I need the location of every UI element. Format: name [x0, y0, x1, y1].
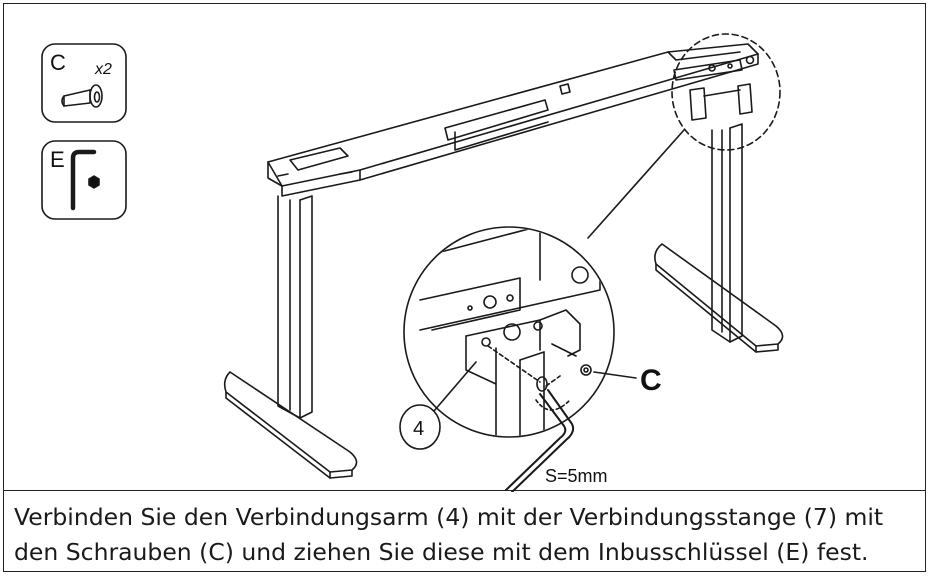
part-c-quantity: x2: [94, 61, 112, 78]
part-number-leader: [433, 361, 477, 412]
instruction-text: Verbinden Sie den Verbindungsarm (4) mit…: [14, 500, 919, 570]
screw-icon: [61, 84, 103, 108]
zoom-detail: [403, 226, 615, 492]
screw-label-leader: [593, 371, 637, 379]
detail-marker-circle: [671, 33, 781, 151]
part-c-box: [41, 43, 127, 123]
assembly-drawing: C x2 E 4 C S=5mm: [41, 33, 784, 492]
screw-callout-label: C: [640, 364, 662, 397]
hex-key-icon: [70, 149, 97, 211]
instruction-line-2: den Schrauben (C) und ziehen Sie diese m…: [14, 538, 869, 566]
instruction-line-1: Verbinden Sie den Verbindungsarm (4) mit…: [14, 503, 884, 531]
part-number-bubble: [399, 404, 441, 450]
caption-divider: [3, 490, 926, 491]
wrench-size-label: S=5mm: [545, 466, 608, 486]
detail-leader-line: [587, 129, 685, 239]
page-frame: [3, 3, 926, 572]
part-number-label: 4: [413, 418, 424, 440]
desk-frame: [223, 43, 784, 479]
part-e-box: [41, 140, 127, 220]
part-e-letter: E: [50, 147, 65, 172]
part-c-letter: C: [50, 50, 66, 75]
